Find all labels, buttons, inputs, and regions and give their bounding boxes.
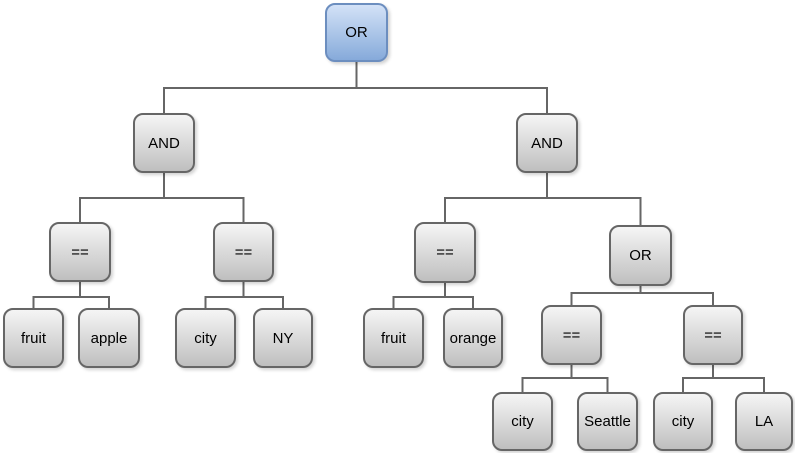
- tree-node-eq-1: ==: [49, 222, 111, 282]
- tree-node-label: city: [511, 413, 534, 430]
- tree-node-fruit-1: fruit: [3, 308, 64, 368]
- tree-node-label: AND: [148, 134, 180, 152]
- tree-node-label: LA: [754, 413, 774, 430]
- tree-node-label: AND: [531, 134, 563, 152]
- tree-node-apple: apple: [78, 308, 140, 368]
- tree-node-eq-2: ==: [213, 222, 274, 282]
- tree-node-label: ==: [436, 244, 454, 261]
- tree-node-label: orange: [449, 329, 497, 347]
- tree-node-seattle: Seattle: [577, 392, 638, 451]
- tree-node-orange: orange: [443, 308, 503, 368]
- tree-node-eq-5: ==: [683, 305, 743, 365]
- tree-node-or-root: OR: [325, 3, 388, 62]
- tree-node-label: fruit: [20, 329, 46, 347]
- tree-node-label: city: [194, 329, 217, 347]
- tree-node-label: ==: [562, 326, 581, 344]
- tree-node-label: fruit: [380, 329, 406, 347]
- tree-node-and-2: AND: [516, 113, 578, 173]
- tree-node-label: city: [671, 413, 695, 430]
- tree-node-city-3: city: [653, 392, 713, 451]
- tree-node-label: ==: [704, 326, 722, 344]
- tree-node-city-1: city: [175, 308, 236, 368]
- tree-node-label: OR: [345, 24, 368, 41]
- tree-node-city-2: city: [492, 392, 553, 451]
- tree-node-eq-4: ==: [541, 305, 602, 365]
- tree-node-label: Seattle: [584, 413, 631, 430]
- tree-node-ny: NY: [253, 308, 313, 368]
- tree-node-label: ==: [234, 243, 253, 261]
- tree-node-and-1: AND: [133, 113, 195, 173]
- tree-node-label: OR: [629, 247, 652, 264]
- tree-node-la: LA: [735, 392, 793, 451]
- tree-node-fruit-2: fruit: [363, 308, 424, 368]
- tree-node-eq-3: ==: [414, 222, 476, 283]
- tree-node-label: ==: [71, 243, 89, 261]
- tree-node-label: NY: [272, 329, 294, 347]
- tree-node-or-2: OR: [609, 225, 672, 286]
- tree-node-label: apple: [90, 329, 128, 347]
